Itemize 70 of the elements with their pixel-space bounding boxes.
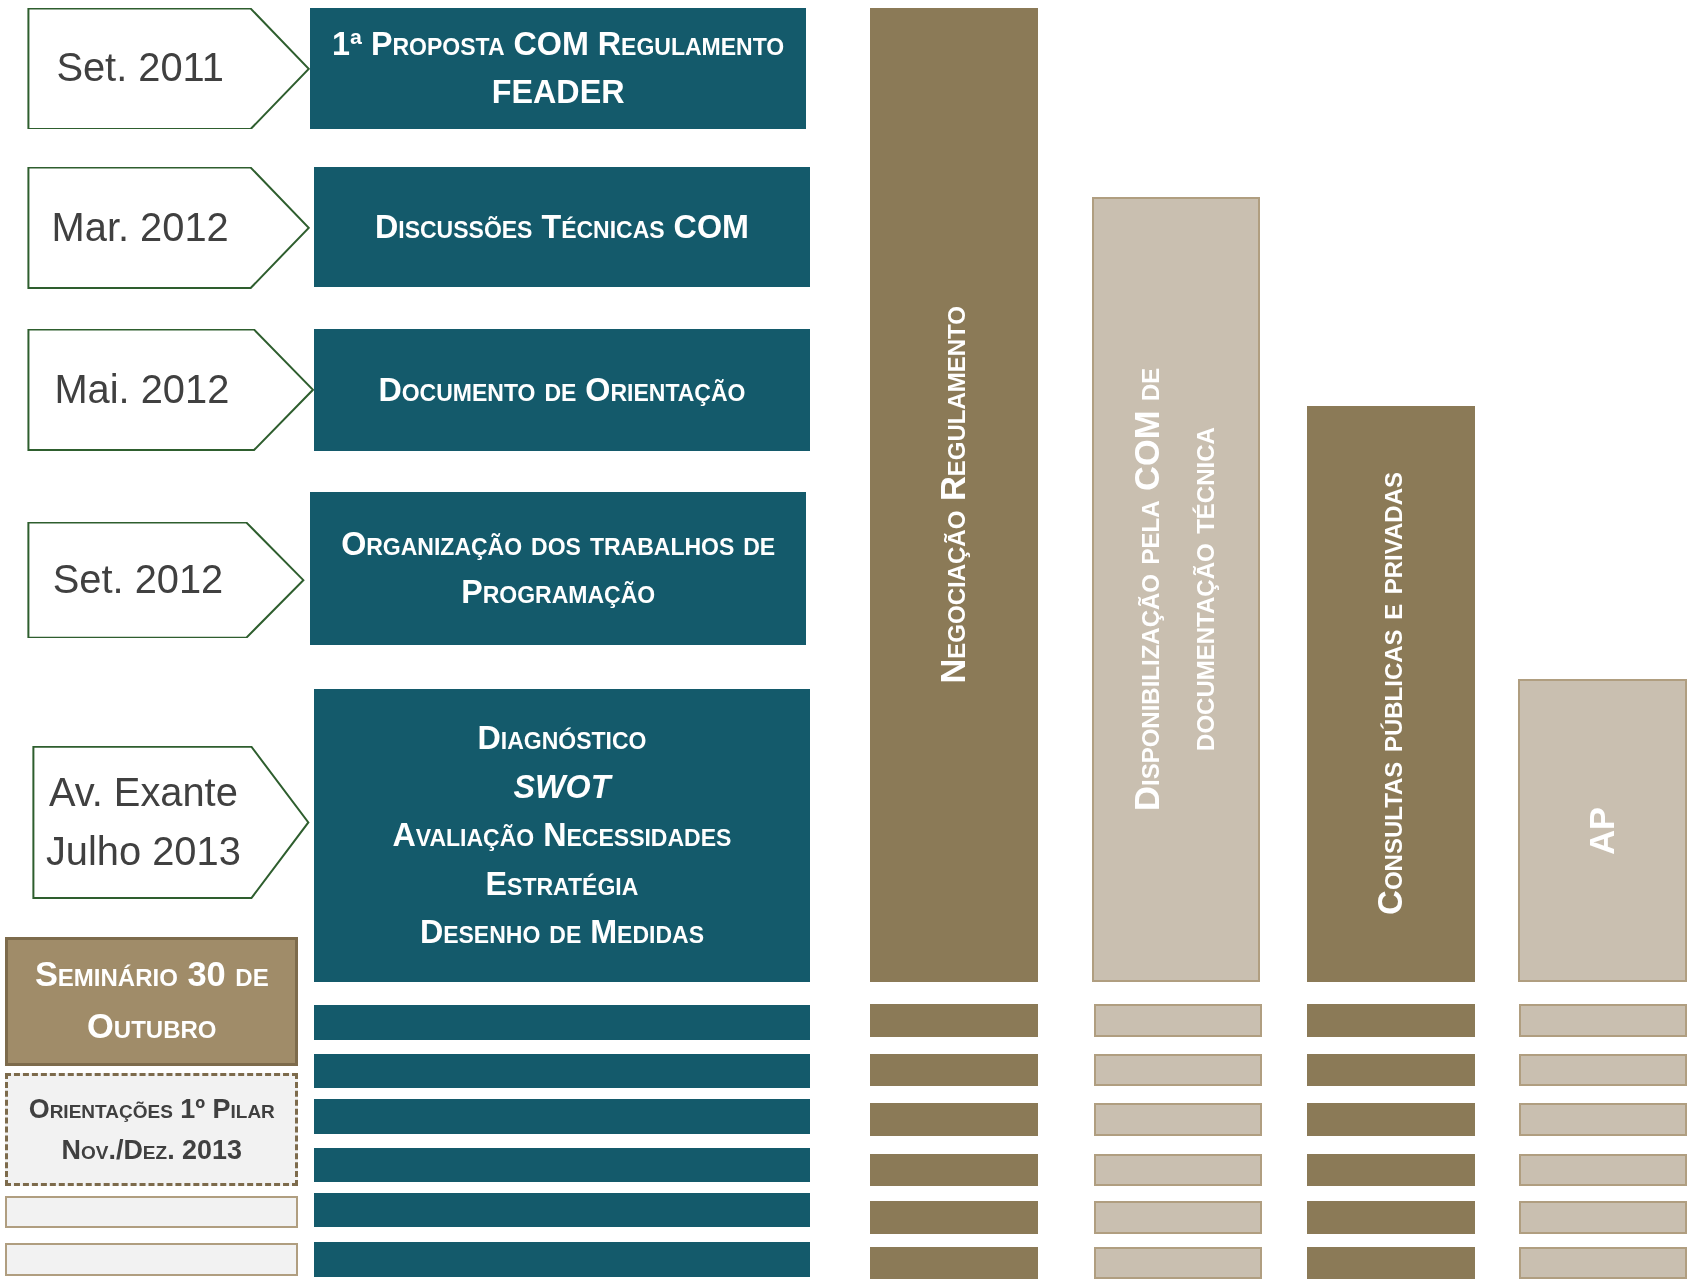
empty-bar <box>1093 1201 1262 1234</box>
date-tag <box>26 522 305 639</box>
step-box <box>314 329 810 452</box>
empty-bar <box>314 1147 810 1182</box>
date-tag <box>26 166 311 289</box>
empty-bar <box>1519 1246 1687 1279</box>
empty-bar <box>869 1246 1038 1279</box>
step-label: Nov./Dez. 2013 <box>61 1133 242 1167</box>
empty-bar <box>1519 1103 1687 1136</box>
date-label: Mar. 2012 <box>51 203 229 251</box>
step-box <box>310 7 807 130</box>
empty-bar <box>869 1154 1038 1187</box>
phase-label: Consultas públicas e privadas <box>1370 472 1411 916</box>
empty-bar <box>1306 1103 1475 1136</box>
date-label: Av. Exante <box>48 768 238 816</box>
empty-bar <box>1306 1201 1475 1234</box>
empty-bar <box>1306 1004 1475 1037</box>
empty-bar <box>314 1005 810 1040</box>
empty-bar <box>869 1103 1038 1136</box>
step-label: Orientações 1º Pilar <box>28 1093 275 1127</box>
empty-bar <box>314 1242 810 1277</box>
step-label: SWOT <box>513 767 611 807</box>
empty-bar <box>1306 1154 1475 1187</box>
empty-bar <box>1093 1246 1262 1279</box>
empty-bar <box>1306 1246 1475 1279</box>
empty-bar <box>1306 1053 1475 1087</box>
empty-bar <box>869 1004 1038 1037</box>
step-label: 1ª Proposta COM Regulamento FEADER <box>331 24 786 113</box>
date-label: Set. 2011 <box>56 44 224 92</box>
step-box <box>314 688 810 982</box>
step-label: Seminário 30 de Outubro <box>33 954 270 1048</box>
step-label: Discussões Técnicas COM <box>374 207 749 247</box>
date-label: Julho 2013 <box>45 828 241 876</box>
phase-label: Disponibilização pela COM de documentação técnica <box>1127 366 1223 814</box>
empty-bar <box>1093 1053 1262 1087</box>
empty-box <box>5 1243 299 1276</box>
step-box <box>310 491 807 645</box>
date-tag <box>26 7 311 130</box>
empty-bar <box>1519 1154 1687 1187</box>
date-tag <box>26 329 315 452</box>
empty-bar <box>1519 1004 1687 1037</box>
empty-bar <box>314 1192 810 1228</box>
empty-bar <box>314 1099 810 1134</box>
phase-label: Negociação Regulamento <box>933 305 974 684</box>
step-label: Documento de Orientação <box>378 371 746 410</box>
empty-bar <box>314 1053 810 1089</box>
empty-bar <box>869 1201 1038 1234</box>
date-tag <box>32 746 310 899</box>
empty-bar <box>1093 1004 1262 1037</box>
empty-box <box>5 1196 299 1229</box>
empty-bar <box>1519 1053 1687 1087</box>
step-label: Desenho de Medidas <box>419 913 704 953</box>
step-label: Organização dos trabalhos de Programação <box>340 524 777 613</box>
phase-label: AP <box>1581 806 1622 855</box>
phase-bar <box>1517 679 1687 982</box>
date-label: Set. 2012 <box>52 556 224 604</box>
empty-bar <box>1519 1201 1687 1234</box>
event-box <box>5 936 299 1066</box>
step-label: Avaliação Necessidades <box>392 816 732 856</box>
date-label: Mai. 2012 <box>54 366 230 414</box>
phase-bar <box>869 7 1038 982</box>
step-label: Estratégia <box>485 864 639 904</box>
step-label: Diagnóstico <box>477 719 647 759</box>
event-box <box>5 1073 299 1187</box>
empty-bar <box>1093 1103 1262 1136</box>
step-box <box>314 166 810 288</box>
phase-bar <box>1091 197 1260 982</box>
empty-bar <box>869 1053 1038 1087</box>
phase-bar <box>1306 405 1475 982</box>
empty-bar <box>1093 1154 1262 1187</box>
